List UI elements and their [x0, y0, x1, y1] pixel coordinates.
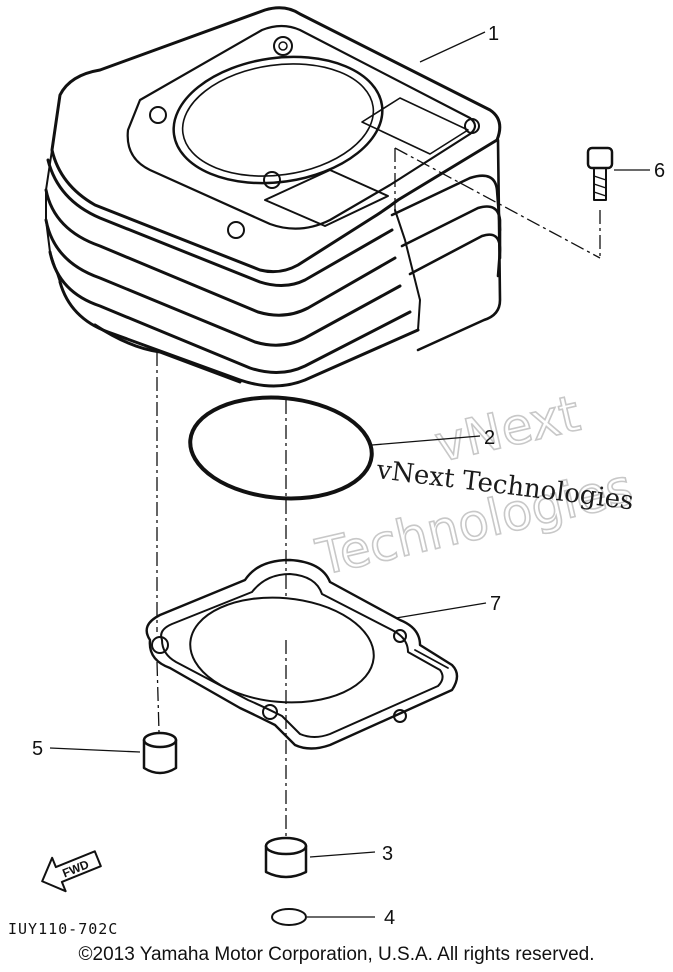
watermark-outline-line1: vNext [430, 384, 585, 473]
cylinder-gasket [145, 558, 459, 750]
diagram-code: IUY110-702C [8, 920, 118, 938]
leader-lines [49, 31, 650, 918]
dowel-pin-front [264, 836, 308, 879]
exploded-view-drawing: vNext Technologies [8, 6, 665, 938]
callout-6: 6 [654, 160, 665, 182]
copyright-notice: ©2013 Yamaha Motor Corporation, U.S.A. A… [78, 944, 595, 965]
callout-labels: 1 2 3 4 5 6 7 [32, 23, 665, 929]
callout-2: 2 [484, 427, 495, 449]
callout-1: 1 [488, 23, 499, 45]
callout-4: 4 [384, 907, 395, 929]
assembly-centerlines [156, 147, 601, 838]
callout-5: 5 [32, 738, 43, 760]
callout-7: 7 [490, 593, 501, 615]
o-ring-large [188, 395, 374, 501]
dowel-pin-rear [142, 731, 178, 775]
fwd-arrow-icon: FWD [41, 850, 102, 893]
o-ring-small [271, 908, 307, 926]
callout-3: 3 [382, 843, 393, 865]
bolt [586, 146, 614, 201]
cylinder [44, 6, 502, 388]
